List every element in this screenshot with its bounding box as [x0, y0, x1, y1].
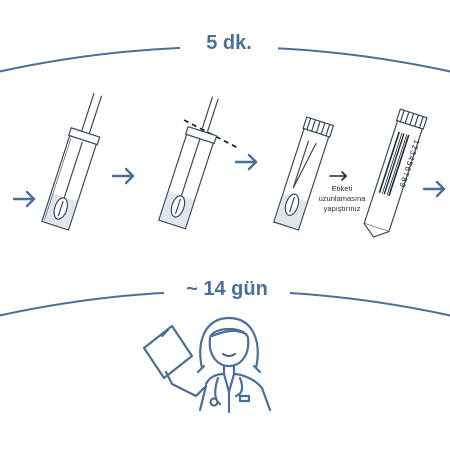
duration-heading-bottom: ~ 14 gün [164, 276, 290, 302]
arrow-right-icon [329, 171, 347, 181]
duration-heading-top: 5 dk. [180, 30, 278, 56]
swab-tube-icon [41, 92, 103, 231]
arrow-right-icon [111, 167, 135, 185]
barcode-icon [378, 131, 410, 197]
clipboard-icon [142, 324, 194, 380]
label-instruction-line: yapıştırınız [323, 204, 361, 213]
label-instruction-line: Etiketi [331, 184, 353, 193]
label-instruction-text: Etiketi uzunlamasına yapıştırınız [307, 184, 377, 214]
barcode-label-tube-icon: 123456789 [363, 108, 428, 238]
label-instruction-line: uzunlamasına [318, 194, 366, 203]
capped-tube-icon [272, 116, 335, 231]
doctor-with-clipboard-icon [142, 316, 272, 414]
arrow-right-icon [12, 190, 36, 208]
arrow-right-icon [422, 180, 446, 198]
swab-tube-icon [158, 96, 219, 230]
arrow-right-icon [234, 153, 258, 171]
